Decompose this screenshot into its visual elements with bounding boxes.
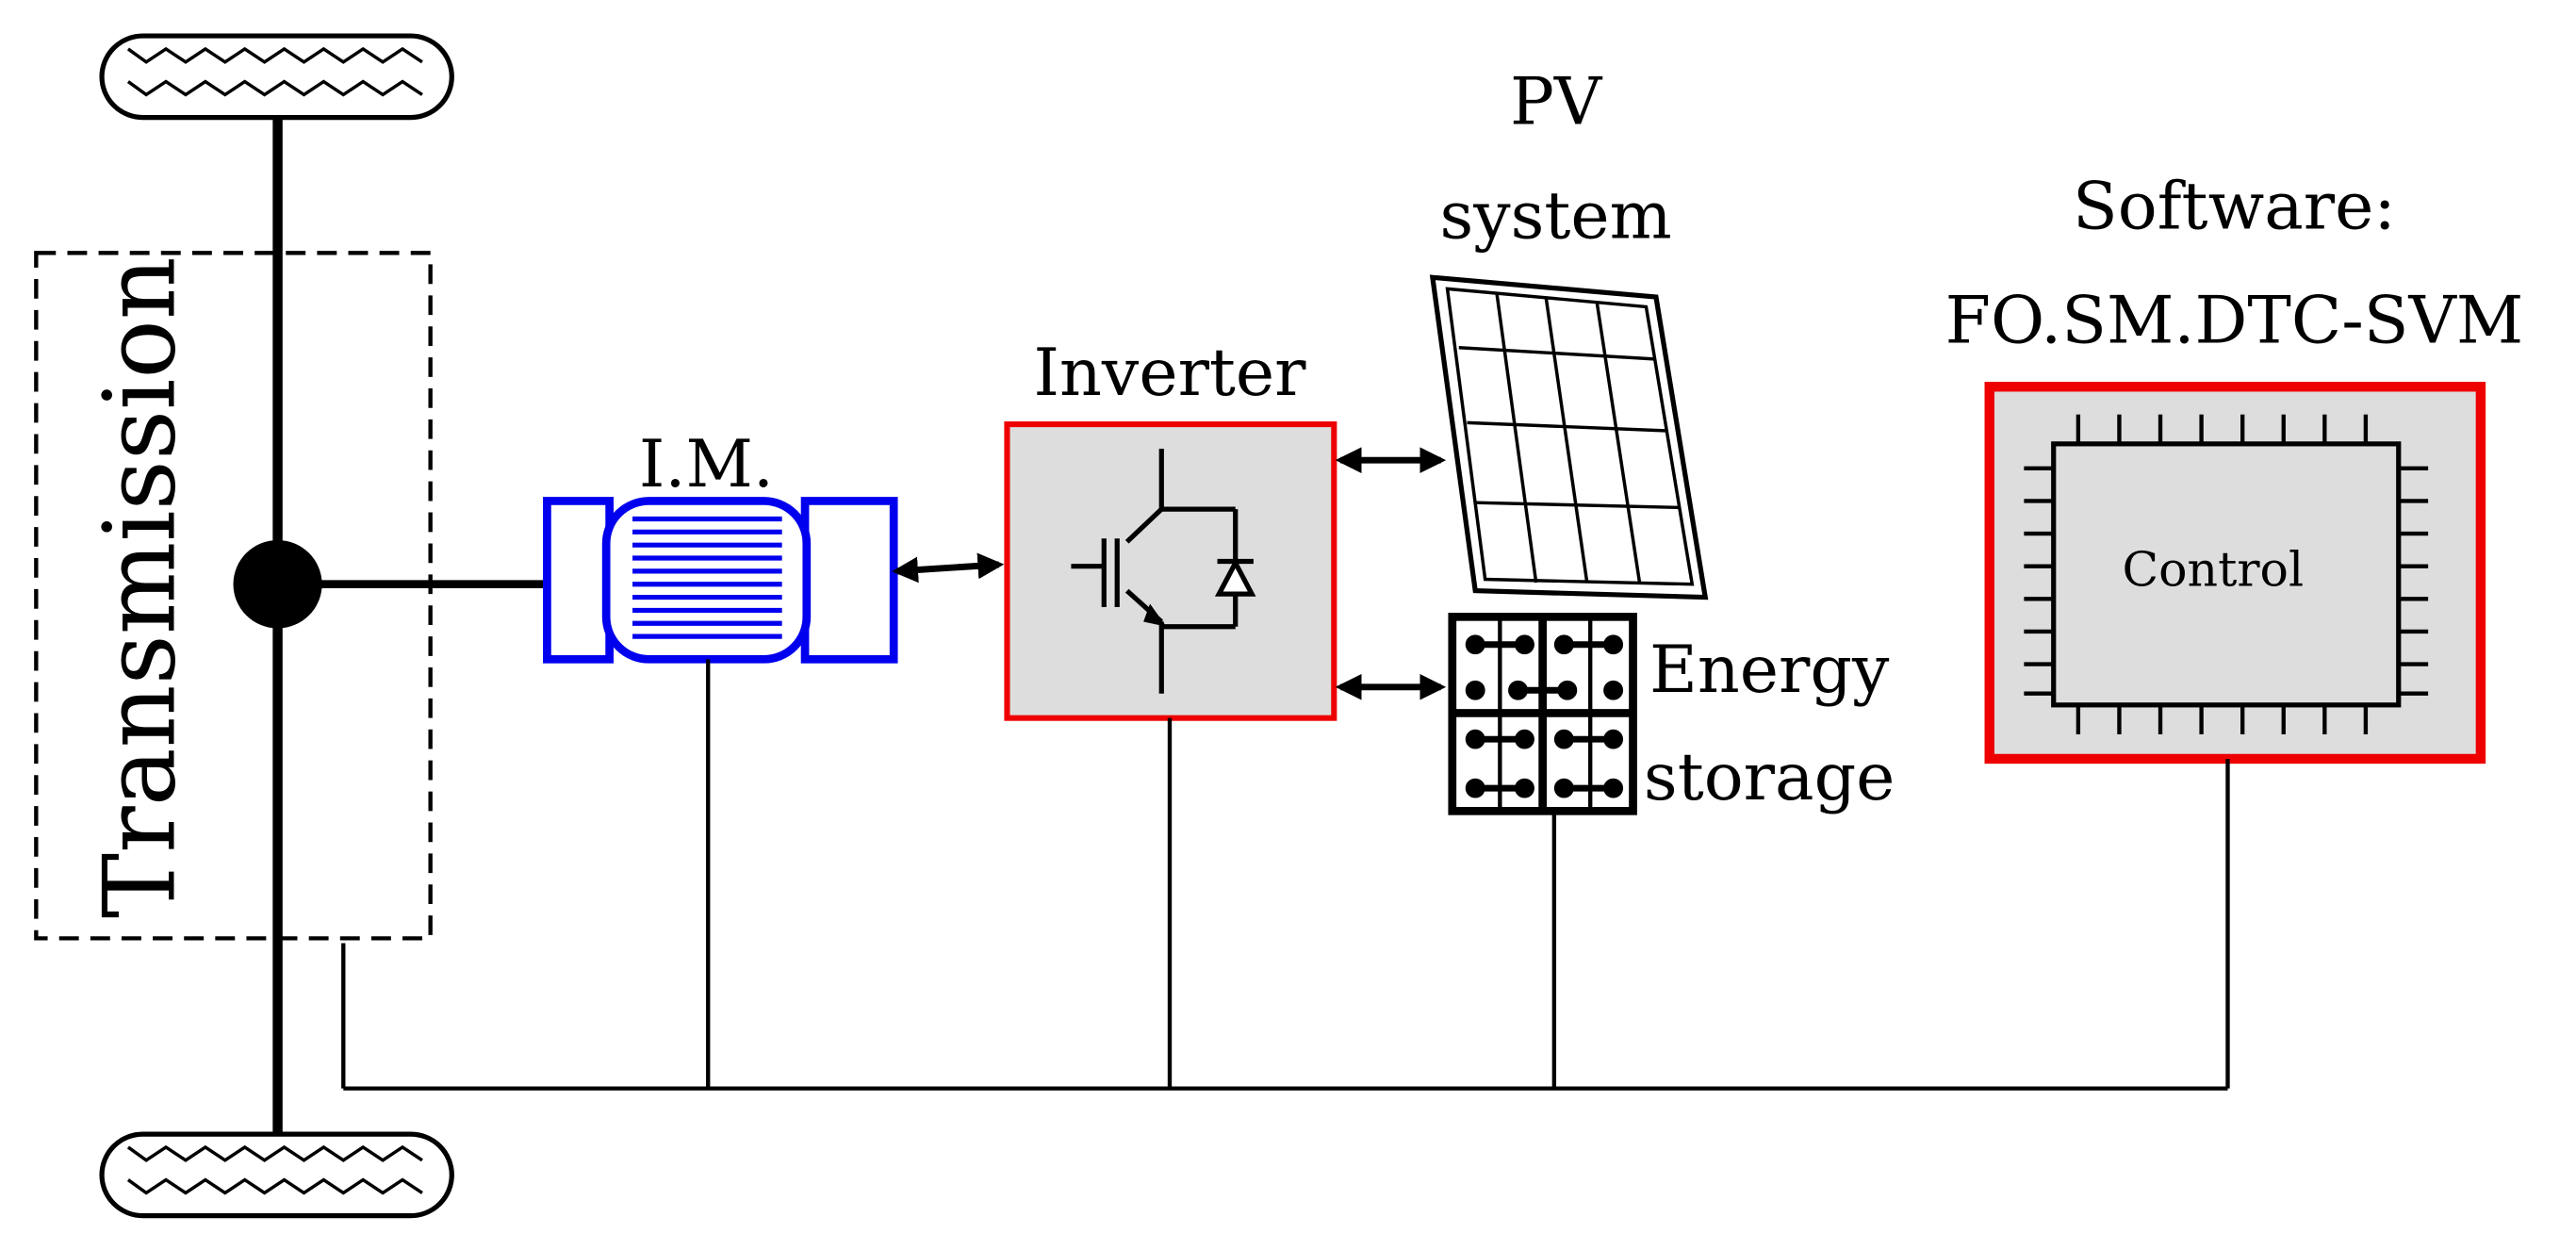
signal-bus [341, 659, 2230, 1091]
inverter-box [1004, 421, 1337, 721]
software-label-line1: Software: [2073, 170, 2396, 245]
pv-label-line2: system [1439, 179, 1671, 255]
pv-label-line1: PV [1510, 65, 1603, 140]
igbt-diode-icon [1071, 449, 1256, 694]
software-label-line2: FO.SM.DTC-SVM [1945, 284, 2524, 359]
transmission-box [34, 251, 433, 941]
transmission-label: Transmission [82, 256, 197, 918]
top-wheel-icon [99, 33, 454, 121]
motor-windings [632, 516, 782, 639]
motor-inverter-arrow [892, 552, 1005, 584]
bottom-wheel-icon [99, 1131, 454, 1219]
inverter-label: Inverter [1034, 336, 1307, 411]
induction-motor [543, 497, 898, 664]
battery-pack-icon [1448, 613, 1637, 815]
control-label: Control [2122, 542, 2304, 598]
energy-label-line1: Energy [1649, 633, 1890, 708]
motor-label: I.M. [639, 427, 774, 502]
microcontroller-icon [2024, 414, 2429, 734]
igbt-emitter-arrow [1143, 603, 1167, 627]
energy-label-line2: storage [1644, 740, 1895, 815]
solar-panel-icon [1429, 274, 1709, 600]
